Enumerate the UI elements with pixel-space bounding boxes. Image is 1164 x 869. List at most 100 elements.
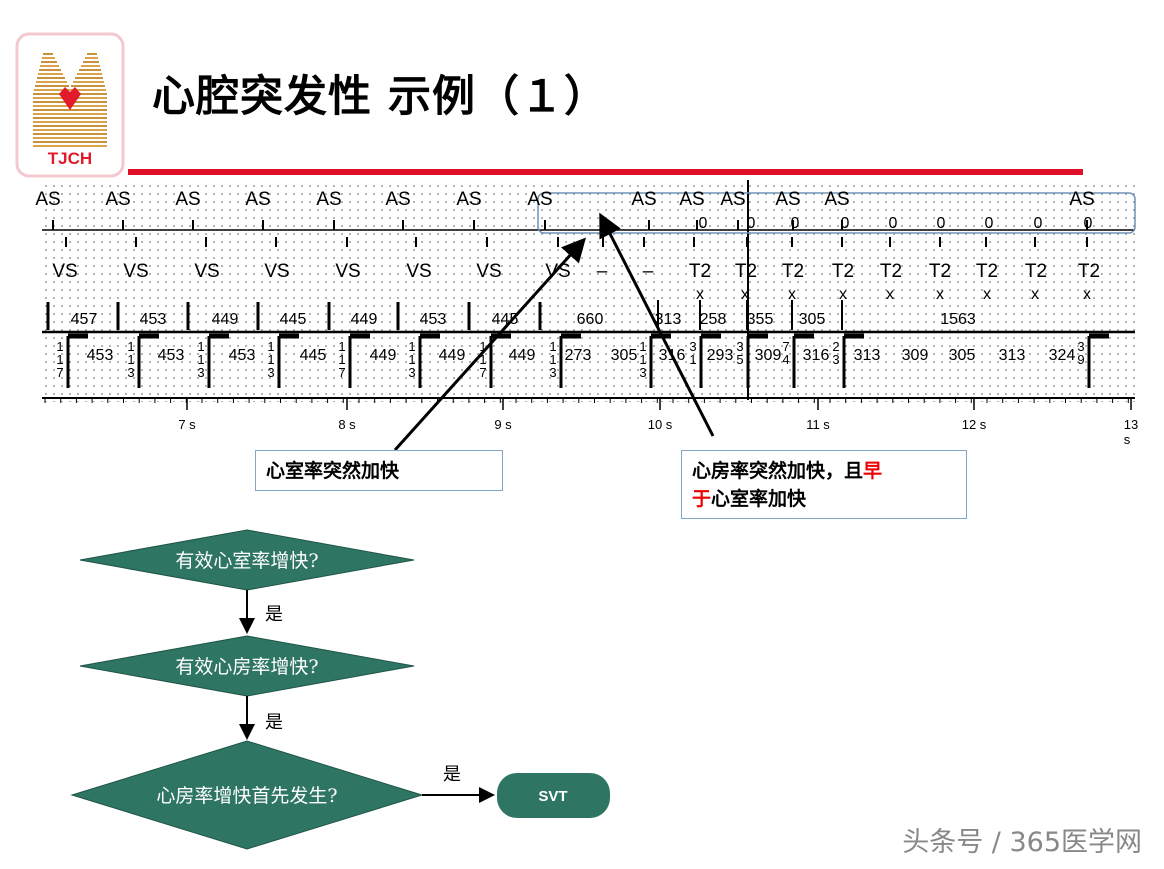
as-marker: AS: [35, 189, 61, 210]
ventricular-marker: T2: [975, 261, 999, 282]
time-tick-label: 7 s: [178, 417, 196, 432]
as-marker: AS: [631, 189, 657, 210]
refractory-marker: 0: [790, 215, 800, 232]
result-svt: [497, 773, 610, 818]
svg-text:TJCH: TJCH: [48, 149, 92, 168]
refractory-marker: 0: [746, 215, 756, 232]
vv-interval: 445: [299, 347, 327, 364]
ventricular-marker: T2: [734, 261, 758, 282]
title-divider: [128, 169, 1083, 175]
as-marker: AS: [316, 189, 342, 210]
aa-interval: 258: [699, 311, 727, 328]
ventricular-marker: VS: [194, 261, 220, 282]
x-marker: x: [839, 286, 847, 303]
vv-interval: 453: [86, 347, 114, 364]
ventricular-marker: VS: [476, 261, 502, 282]
vv-interval: 293: [706, 347, 734, 364]
x-marker: x: [788, 286, 796, 303]
x-marker: x: [1031, 286, 1039, 303]
x-marker: x: [1083, 286, 1091, 303]
refractory-marker: 0: [936, 215, 946, 232]
decision-ventricular: [79, 529, 415, 591]
vv-interval: 305: [948, 347, 976, 364]
as-marker: AS: [720, 189, 746, 210]
callout-atrial: 心房率突然加快，且早于心室率加快: [681, 450, 967, 519]
time-tick-label: 8 s: [338, 417, 356, 432]
decision-atrial: [79, 635, 415, 697]
time-tick-label: 12 s: [961, 417, 987, 432]
aa-interval: 453: [139, 311, 167, 328]
aa-interval: 445: [491, 311, 519, 328]
refractory-marker: 0: [840, 215, 850, 232]
vv-interval: 324: [1048, 347, 1076, 364]
ventricular-marker: T2: [879, 261, 903, 282]
as-marker: AS: [385, 189, 411, 210]
as-marker: AS: [175, 189, 201, 210]
result-label: SVT: [538, 788, 567, 805]
aa-interval: 445: [279, 311, 307, 328]
refractory-marker: 0: [698, 215, 708, 232]
aa-interval: 457: [70, 311, 98, 328]
x-marker: x: [696, 286, 704, 303]
vv-interval: 449: [438, 347, 466, 364]
strip-lines: [42, 180, 1136, 410]
ventricular-marker: T2: [1077, 261, 1101, 282]
as-marker: AS: [456, 189, 482, 210]
vv-interval: 449: [508, 347, 536, 364]
time-tick-label: 13 s: [1123, 417, 1139, 447]
callout-text: 心室率突然加快: [266, 460, 400, 482]
ventricular-marker: VS: [123, 261, 149, 282]
vv-interval: 309: [754, 347, 782, 364]
ventricular-marker: T2: [781, 261, 805, 282]
watermark: 头条号 / 365医学网: [902, 827, 1142, 858]
ventricular-marker: VS: [264, 261, 290, 282]
as-marker: AS: [824, 189, 850, 210]
vv-interval: 313: [998, 347, 1026, 364]
ventricular-marker: –: [596, 261, 608, 282]
aa-interval: 449: [211, 311, 239, 328]
ventricular-marker: T2: [688, 261, 712, 282]
x-marker: x: [936, 286, 944, 303]
vv-interval: 305: [610, 347, 638, 364]
decision-label: 心房率增快首先发生?: [156, 785, 337, 807]
callout-ventricular: 心室率突然加快: [255, 450, 503, 491]
vv-interval: 453: [157, 347, 185, 364]
yes-label: 是: [265, 604, 283, 625]
aa-interval: 449: [350, 311, 378, 328]
aa-interval: 1563: [940, 311, 976, 328]
yes-label: 是: [443, 764, 461, 785]
as-marker: AS: [245, 189, 271, 210]
time-tick-label: 9 s: [494, 417, 512, 432]
x-marker: x: [983, 286, 991, 303]
decision-label: 有效心房率增快?: [175, 656, 318, 678]
page-title: 心腔突发性 示例（１）: [152, 72, 608, 122]
ventricular-marker: VS: [406, 261, 432, 282]
vv-interval: 453: [228, 347, 256, 364]
callout-highlight: 早: [863, 460, 883, 482]
aa-interval: 313: [654, 311, 682, 328]
as-marker: AS: [775, 189, 801, 210]
refractory-marker: 0: [888, 215, 898, 232]
as-marker: AS: [679, 189, 705, 210]
refractory-marker: 0: [1083, 215, 1093, 232]
ventricular-marker: T2: [831, 261, 855, 282]
time-tick-label: 11 s: [806, 417, 830, 432]
ventricular-marker: VS: [335, 261, 361, 282]
callout-highlight: 于: [692, 488, 712, 510]
callout-text: 心房率突然加快，且: [692, 460, 864, 482]
refractory-marker: 0: [984, 215, 994, 232]
